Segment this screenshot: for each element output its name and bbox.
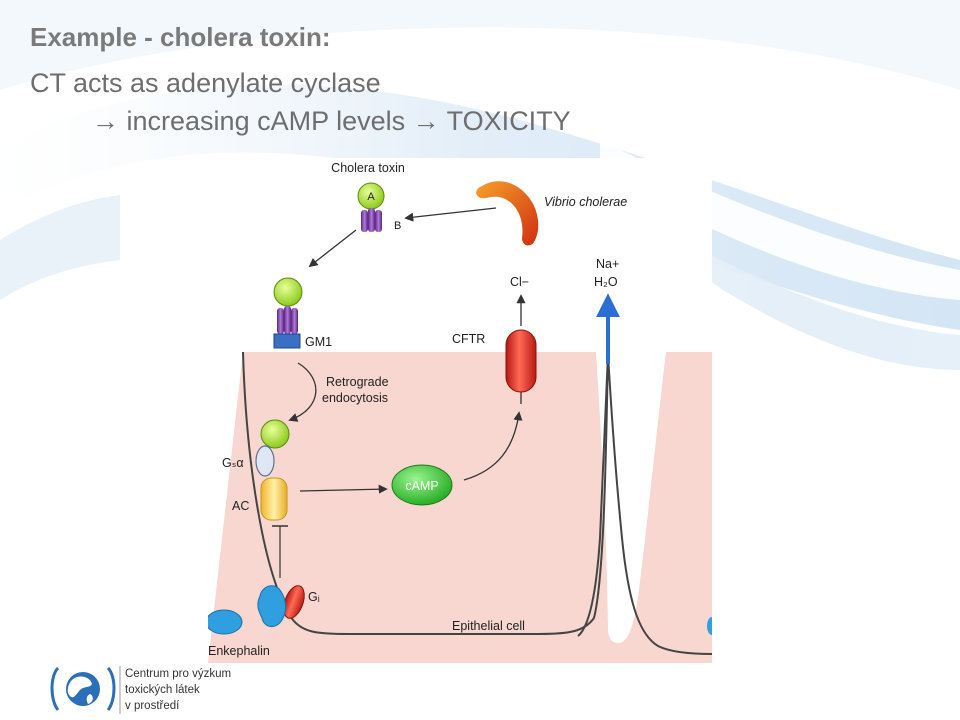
logo-line-1: Centrum pro výzkum	[125, 668, 232, 680]
arrow-retrograde	[288, 362, 317, 422]
arrow-vibrio-to-toxin	[404, 207, 497, 222]
cell-outline-left	[242, 351, 609, 635]
logo-line-3: v prostředí	[125, 700, 180, 712]
arrow-right-icon: →	[412, 106, 440, 136]
toxin-b-subunit	[361, 208, 382, 232]
adenylate-cyclase	[260, 477, 288, 521]
ac-label: AC	[232, 499, 249, 513]
gi-protein	[283, 585, 305, 619]
epithelial-cell-label: Epithelial cell	[452, 619, 525, 633]
camp-label: cAMP	[405, 479, 438, 493]
enkephalin-molecule	[205, 609, 243, 635]
cftr-channel	[505, 329, 537, 393]
gs-alpha-label: Gₛα	[222, 456, 244, 470]
line2-text-1: increasing cAMP levels	[126, 106, 406, 136]
water-label: H₂O	[594, 275, 618, 289]
subunit-a-label: A	[367, 191, 375, 203]
slide-line-1: CT acts as adenylate cyclase	[30, 68, 381, 98]
enkephalin-label: Enkephalin	[208, 644, 270, 658]
cell-outline-right	[577, 353, 713, 655]
gm1-label: GM1	[305, 335, 332, 349]
arrow-ac-to-camp	[299, 484, 388, 494]
slide-line-2: → increasing cAMP levels → TOXICITY	[92, 106, 571, 137]
logo-line-2: toxických látek	[125, 684, 200, 696]
line2-text-2: TOXICITY	[446, 106, 571, 136]
epithelial-cell-shape	[208, 352, 712, 663]
bound-toxin-a	[273, 277, 303, 307]
cholera-toxin-diagram: Cholera toxin A B Vibrio cholerae GM1 Re…	[205, 158, 717, 663]
arrow-camp-to-cftr	[463, 411, 523, 481]
gs-alpha-protein	[255, 445, 275, 477]
opioid-receptor	[257, 585, 287, 627]
sodium-label: Na+	[596, 257, 619, 271]
gi-label: Gᵢ	[308, 590, 320, 604]
recetox-logo	[50, 666, 121, 714]
slide-title: Example - cholera toxin:	[30, 22, 331, 52]
arrow-right-icon: →	[92, 106, 119, 136]
logo-text: Centrum pro výzkum toxických látek v pro…	[125, 666, 231, 714]
retrograde-label-1: Retrograde	[326, 375, 389, 389]
arrow-toxin-to-gm1	[308, 229, 357, 268]
vibrio-label: Vibrio cholerae	[544, 195, 627, 209]
bound-toxin-b	[277, 306, 298, 334]
gm1-receptor	[273, 333, 301, 349]
vibrio-cholerae-icon	[476, 181, 539, 246]
internalized-toxin-a	[260, 419, 290, 449]
camp-molecule	[391, 464, 453, 506]
cholera-toxin-label: Cholera toxin	[331, 161, 405, 175]
chloride-label: Cl−	[510, 275, 529, 289]
retrograde-label-2: endocytosis	[322, 391, 388, 405]
subunit-b-label: B	[394, 220, 401, 232]
cftr-label: CFTR	[452, 332, 485, 346]
